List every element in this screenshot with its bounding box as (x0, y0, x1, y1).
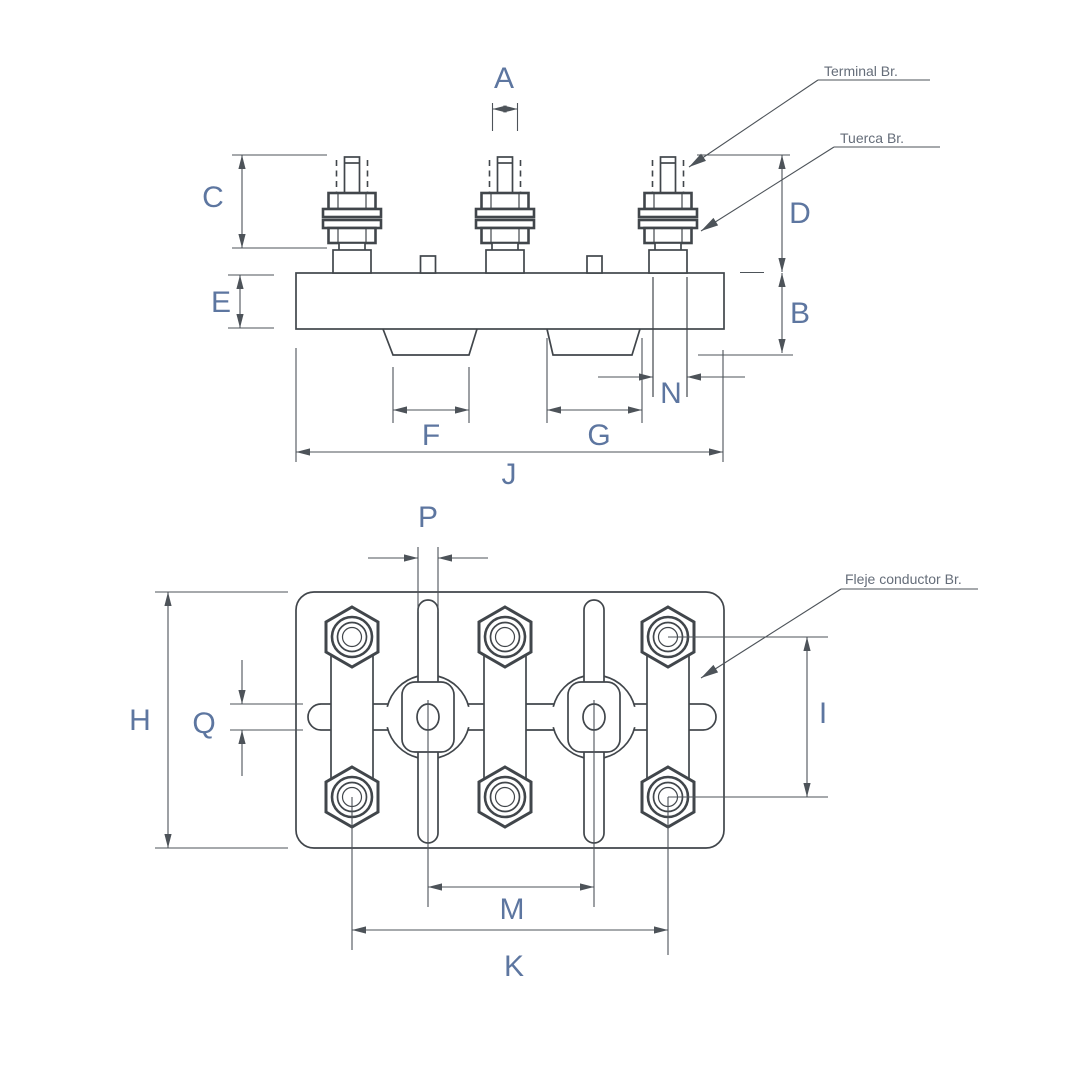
dim-label-g: G (587, 419, 610, 452)
dimension-K: K (351, 797, 669, 983)
dimension-M: M (427, 700, 595, 926)
dim-label-i: I (819, 697, 827, 730)
dim-label-h: H (129, 704, 151, 737)
dim-label-q: Q (192, 707, 215, 740)
callout-fleje: Fleje conductor Br. (700, 571, 978, 679)
dim-label-e: E (211, 286, 231, 319)
mid-channel (307, 703, 717, 731)
dimension-A: A (491, 62, 519, 131)
dimension-Q: Q (192, 660, 303, 776)
dim-label-p: P (418, 501, 438, 534)
dimension-C: C (202, 154, 327, 249)
side-view: A C E D B (202, 62, 940, 491)
dimension-B: B (698, 273, 810, 356)
dimension-E: E (211, 274, 274, 329)
terminal-label: Terminal Br. (824, 63, 898, 79)
dim-label-c: C (202, 181, 224, 214)
tuerca-label: Tuerca Br. (840, 130, 904, 146)
dimension-H: H (129, 591, 288, 849)
fleje-label: Fleje conductor Br. (845, 571, 962, 587)
dim-label-f: F (422, 419, 440, 452)
dim-label-b: B (790, 297, 810, 330)
barrier-top-1 (419, 255, 437, 274)
dimension-F: F (392, 367, 470, 452)
dimension-P: P (368, 501, 488, 612)
dimension-G: G (546, 338, 643, 452)
dim-label-j: J (502, 458, 517, 491)
dim-label-d: D (789, 197, 811, 230)
dim-label-m: M (500, 893, 525, 926)
dimension-I: I (668, 636, 828, 798)
foot-right (546, 328, 641, 356)
dimension-J: J (295, 348, 724, 491)
callout-terminal: Terminal Br. (688, 63, 930, 168)
dimension-N: N (598, 373, 745, 410)
dim-label-a: A (494, 62, 514, 95)
dim-label-k: K (504, 950, 524, 983)
dim-label-n: N (660, 377, 682, 410)
foot-left (382, 328, 478, 356)
body-side (295, 272, 725, 330)
plan-view: H Q P I Fleje conductor Br. (129, 501, 978, 983)
dimension-D: D (697, 154, 811, 274)
callout-tuerca: Tuerca Br. (700, 130, 940, 232)
barrier-top-2 (586, 255, 603, 274)
